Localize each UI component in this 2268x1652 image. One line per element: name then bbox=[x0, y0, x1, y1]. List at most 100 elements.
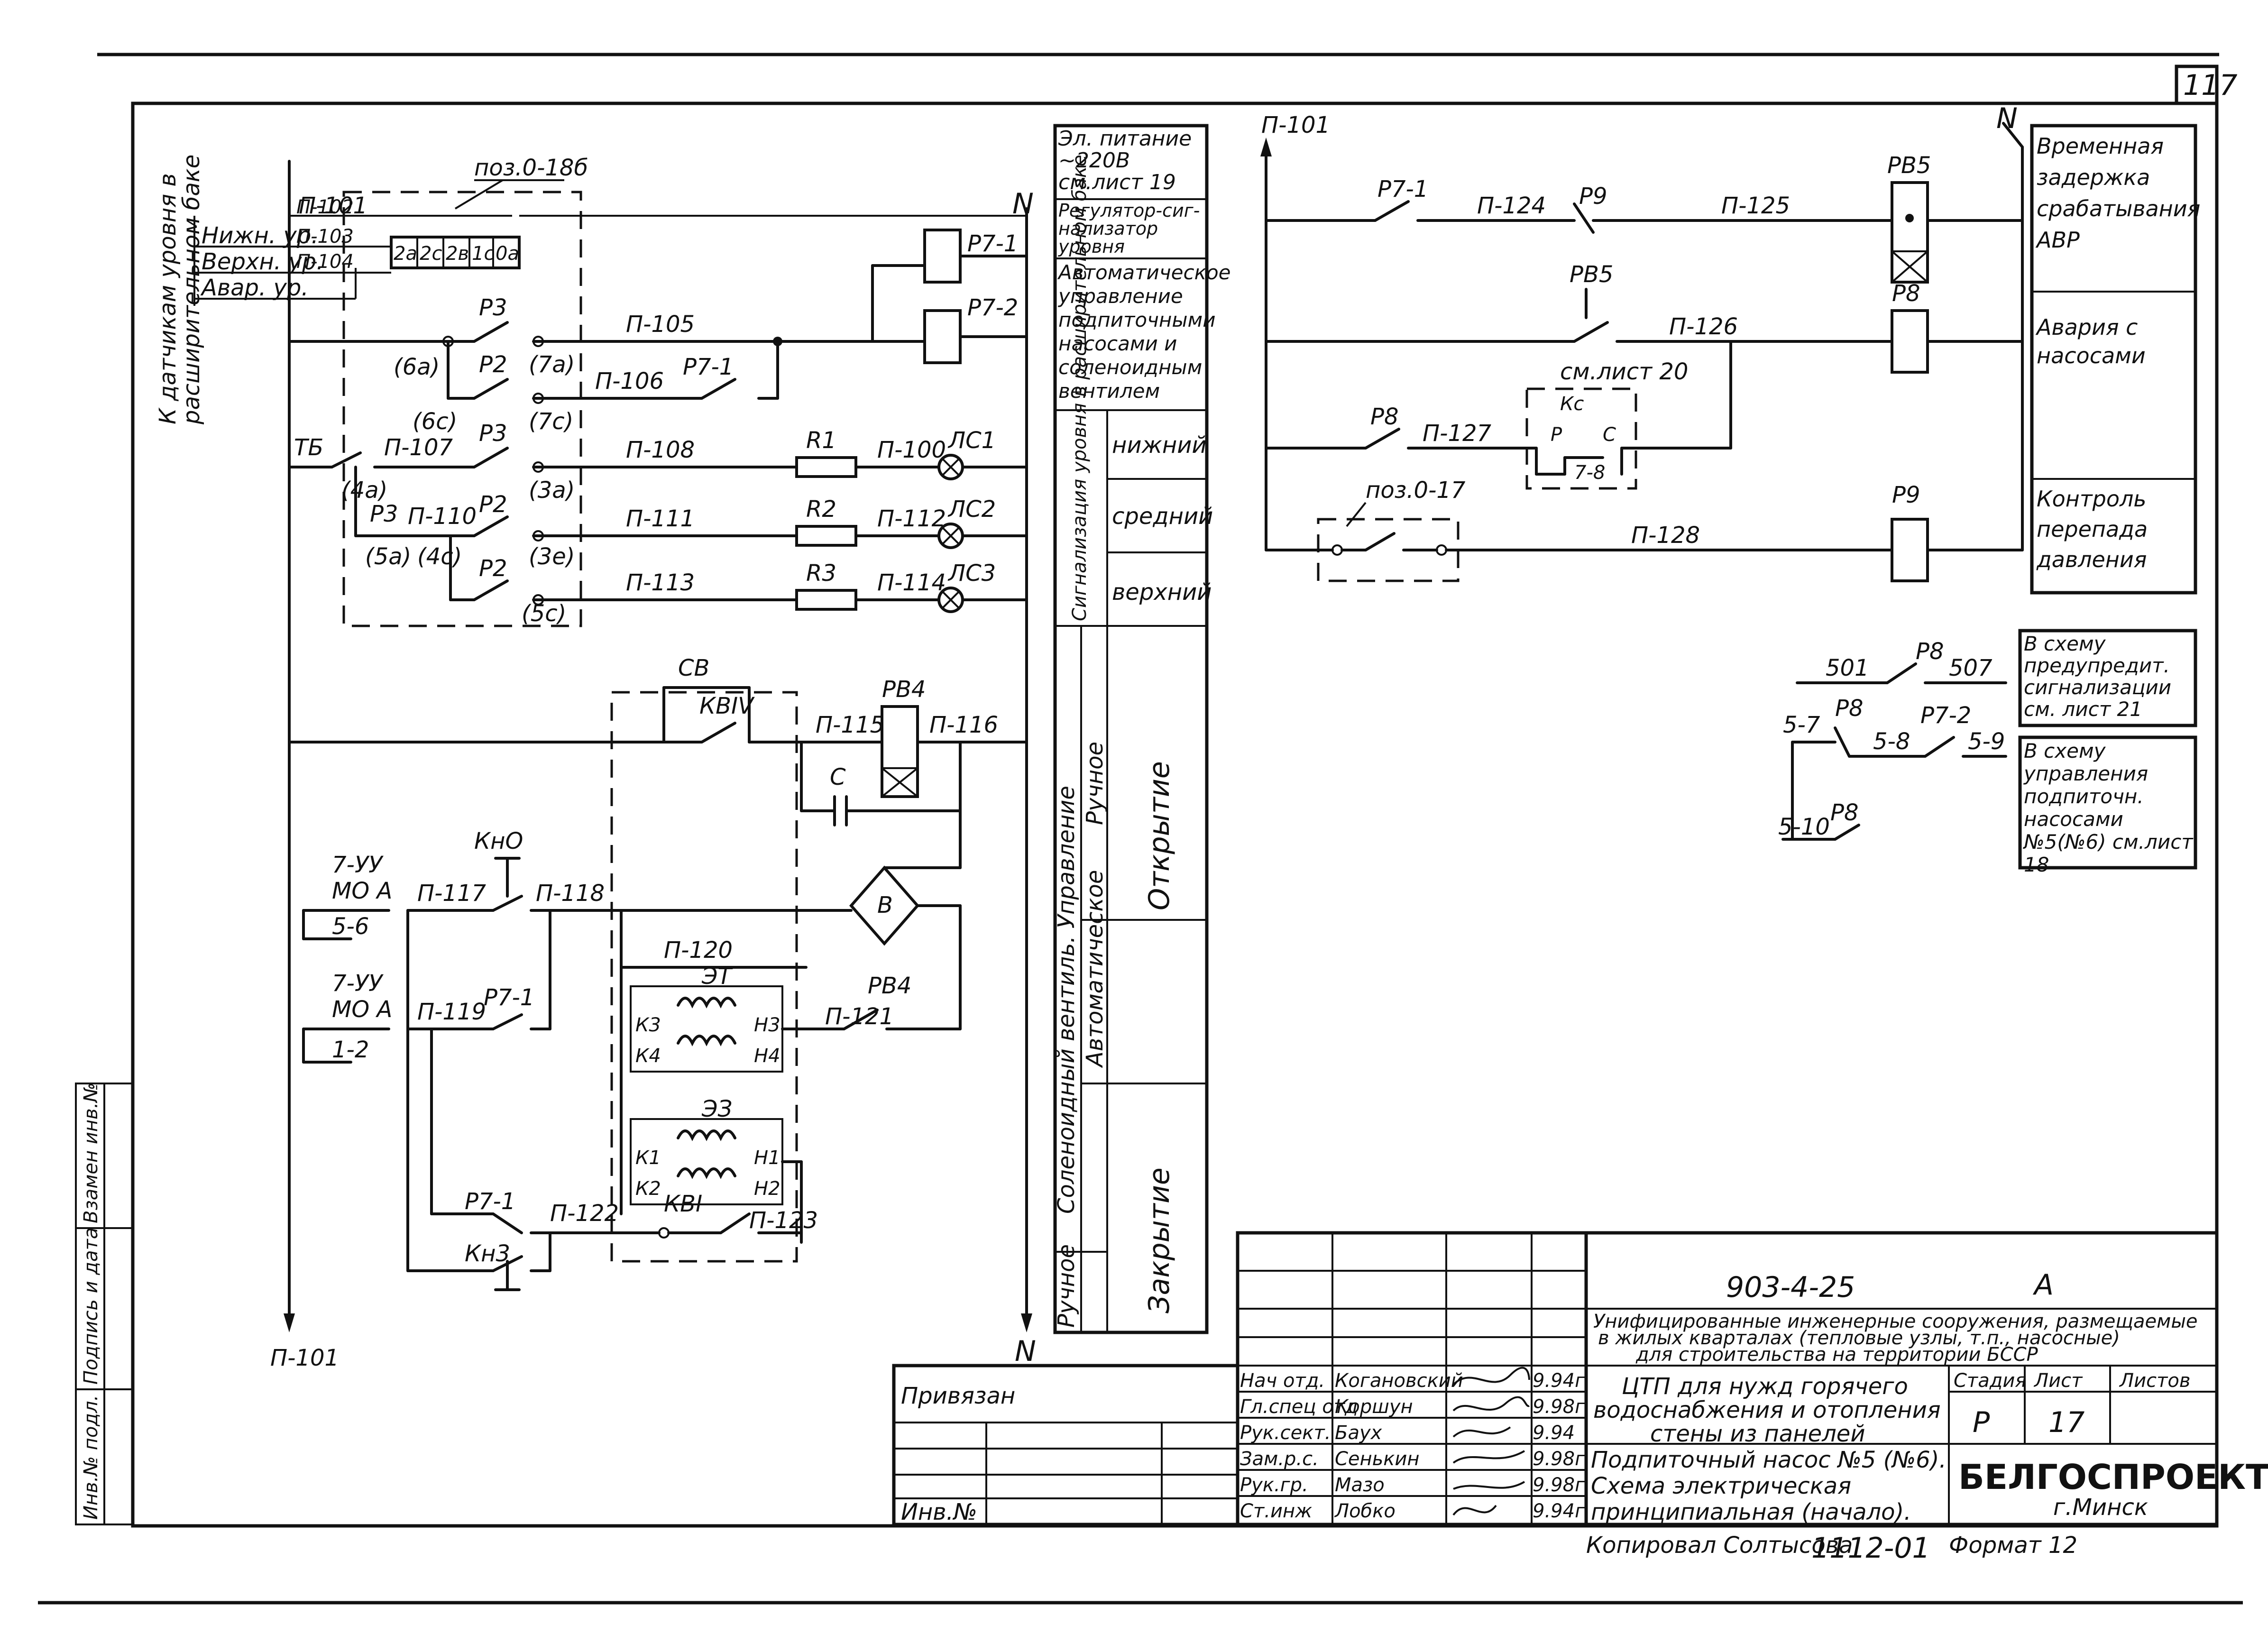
org-city: г.Минск bbox=[2053, 1494, 2148, 1521]
svg-text:П-120: П-120 bbox=[664, 937, 733, 964]
svg-text:П-127: П-127 bbox=[1423, 420, 1491, 447]
svg-text:Р7-1: Р7-1 bbox=[484, 984, 534, 1011]
svg-text:для строительства на территори: для строительства на территории БССР bbox=[1635, 1344, 2038, 1366]
svg-text:К3: К3 bbox=[635, 1014, 661, 1036]
svg-text:П-107: П-107 bbox=[384, 434, 453, 461]
svg-text:ЦТП для нужд горячего: ЦТП для нужд горячего bbox=[1622, 1373, 1908, 1400]
svg-text:(7а): (7а) bbox=[529, 351, 575, 378]
svg-text:С: С bbox=[830, 764, 846, 790]
resistor-r3 bbox=[795, 589, 857, 611]
svg-text:9.94г: 9.94г bbox=[1533, 1370, 1585, 1392]
svg-text:П-117: П-117 bbox=[417, 880, 486, 907]
svg-text:Мазо: Мазо bbox=[1335, 1474, 1385, 1496]
sheet-number: 117 bbox=[2183, 69, 2238, 102]
svg-text:П-118: П-118 bbox=[536, 880, 605, 907]
svg-text:Гл.спец отд: Гл.спец отд bbox=[1240, 1396, 1358, 1418]
svg-text:К1: К1 bbox=[635, 1147, 661, 1169]
svg-text:П-113: П-113 bbox=[626, 569, 695, 596]
sensor-title-2: расширительном баке bbox=[178, 155, 205, 425]
svg-text:П-105: П-105 bbox=[626, 311, 695, 338]
doc-letter: А bbox=[2032, 1268, 2054, 1302]
svg-text:см.лист 20: см.лист 20 bbox=[1560, 358, 1688, 385]
svg-text:РВ5: РВ5 bbox=[1887, 152, 1931, 179]
svg-text:Подпиточный насос №5 (№6).: Подпиточный насос №5 (№6). bbox=[1591, 1447, 1947, 1473]
svg-text:7-8: 7-8 bbox=[1574, 462, 1605, 484]
contact-p7-2-remote bbox=[1924, 736, 1955, 758]
svg-text:Р7-1: Р7-1 bbox=[465, 1188, 515, 1215]
contact-p8-remote-3 bbox=[1834, 824, 1860, 841]
svg-text:Н2: Н2 bbox=[754, 1178, 780, 1200]
resistor-r1 bbox=[795, 456, 857, 478]
relay-p8-coil bbox=[1891, 309, 1929, 374]
svg-text:9.94г: 9.94г bbox=[1533, 1500, 1585, 1522]
contact-p8-remote-2 bbox=[1834, 726, 1851, 758]
legend-auto-control: Автоматическое управление подпиточными н… bbox=[1058, 261, 1231, 403]
signature-2 bbox=[1452, 1396, 1530, 1412]
svg-text:5-10: 5-10 bbox=[1778, 814, 1830, 840]
svg-text:П-111: П-111 bbox=[626, 505, 695, 532]
svg-text:N: N bbox=[1015, 1335, 1036, 1368]
svg-text:Р8: Р8 bbox=[1916, 638, 1944, 665]
stage-value: Р bbox=[1973, 1406, 1990, 1439]
svg-text:5-8: 5-8 bbox=[1873, 728, 1910, 755]
signature-1 bbox=[1452, 1367, 1530, 1386]
org-name: БЕЛГОСПРОЕКТ bbox=[1958, 1457, 2268, 1497]
legend-pump-alarm: Авария с насосами bbox=[2037, 314, 2146, 368]
contact-p3-b bbox=[473, 447, 509, 468]
svg-text:(7с): (7с) bbox=[529, 408, 573, 435]
svg-text:Лист: Лист bbox=[2033, 1370, 2083, 1392]
svg-text:КнО: КнО bbox=[474, 828, 523, 854]
side-stamp-signature: Подпись и дата bbox=[80, 1228, 102, 1385]
contact-kb1 bbox=[719, 1212, 751, 1234]
side-stamp-inv: Инв.№ подл. bbox=[80, 1395, 102, 1520]
svg-text:П-124: П-124 bbox=[1477, 193, 1546, 219]
svg-text:Р7-2: Р7-2 bbox=[1920, 702, 1971, 729]
relay-p7-2-coil bbox=[923, 309, 962, 364]
svg-text:поз.0-17: поз.0-17 bbox=[1366, 477, 1466, 504]
legend-regulator: Регулятор-сиг-нализатор уровня bbox=[1058, 200, 1200, 257]
contact-p8-right bbox=[1364, 428, 1400, 450]
sensor-title-1: К датчикам уровня в bbox=[155, 173, 181, 424]
legend-low: нижний bbox=[1112, 432, 1207, 459]
legend-column bbox=[1053, 124, 1209, 1334]
svg-text:Нач отд.: Нач отд. bbox=[1240, 1370, 1325, 1392]
svg-text:501: 501 bbox=[1826, 655, 1869, 681]
svg-text:в жилых кварталах (тепловые уз: в жилых кварталах (тепловые узлы, т.п., … bbox=[1598, 1327, 2120, 1349]
legend-level-signal: Сигнализация уровня в расширительном бак… bbox=[1069, 155, 1091, 621]
svg-text:Р2: Р2 bbox=[479, 351, 507, 378]
svg-text:П-102: П-102 bbox=[296, 196, 354, 218]
svg-text:П-121: П-121 bbox=[825, 1003, 894, 1030]
terminal-strip bbox=[390, 236, 521, 269]
legend-manual-2: Ручное bbox=[1053, 1244, 1080, 1328]
svg-text:Листов: Листов bbox=[2119, 1370, 2190, 1392]
svg-text:Р: Р bbox=[1551, 424, 1562, 446]
svg-text:9.98г: 9.98г bbox=[1533, 1448, 1585, 1470]
svg-text:ЛС3: ЛС3 bbox=[947, 560, 996, 587]
svg-text:ЭЗ: ЭЗ bbox=[701, 1096, 732, 1122]
relay-rb5-coil bbox=[1891, 181, 1929, 284]
level-regulator-block bbox=[342, 191, 582, 627]
svg-text:Р8: Р8 bbox=[1835, 695, 1863, 722]
svg-text:П-125: П-125 bbox=[1721, 193, 1790, 219]
svg-text:КВI: КВI bbox=[664, 1191, 702, 1217]
contact-p7-1-c bbox=[492, 1212, 523, 1234]
svg-text:В: В bbox=[877, 892, 893, 918]
svg-text:П-101: П-101 bbox=[299, 193, 367, 219]
resistor-r2 bbox=[795, 525, 857, 547]
svg-text:Стадия: Стадия bbox=[1954, 1370, 2026, 1392]
svg-text:П-115: П-115 bbox=[816, 712, 884, 738]
svg-text:П-123: П-123 bbox=[749, 1207, 818, 1234]
contact-p7-1-b bbox=[492, 1013, 523, 1030]
legend-open: Открытие bbox=[1143, 761, 1176, 910]
svg-text:П-104: П-104 bbox=[296, 251, 354, 273]
svg-text:СВ: СВ bbox=[678, 655, 709, 681]
bound-label: Привязан bbox=[901, 1383, 1015, 1409]
svg-text:П-103: П-103 bbox=[296, 226, 354, 248]
svg-text:Н1: Н1 bbox=[754, 1147, 780, 1169]
contact-p9 bbox=[1573, 202, 1595, 234]
signature-4 bbox=[1452, 1450, 1525, 1464]
right-legend bbox=[2030, 124, 2197, 595]
svg-text:водоснабжения и отопления: водоснабжения и отопления bbox=[1593, 1397, 1941, 1423]
svg-text:Р8: Р8 bbox=[1892, 280, 1920, 307]
svg-text:1с: 1с bbox=[472, 243, 494, 265]
